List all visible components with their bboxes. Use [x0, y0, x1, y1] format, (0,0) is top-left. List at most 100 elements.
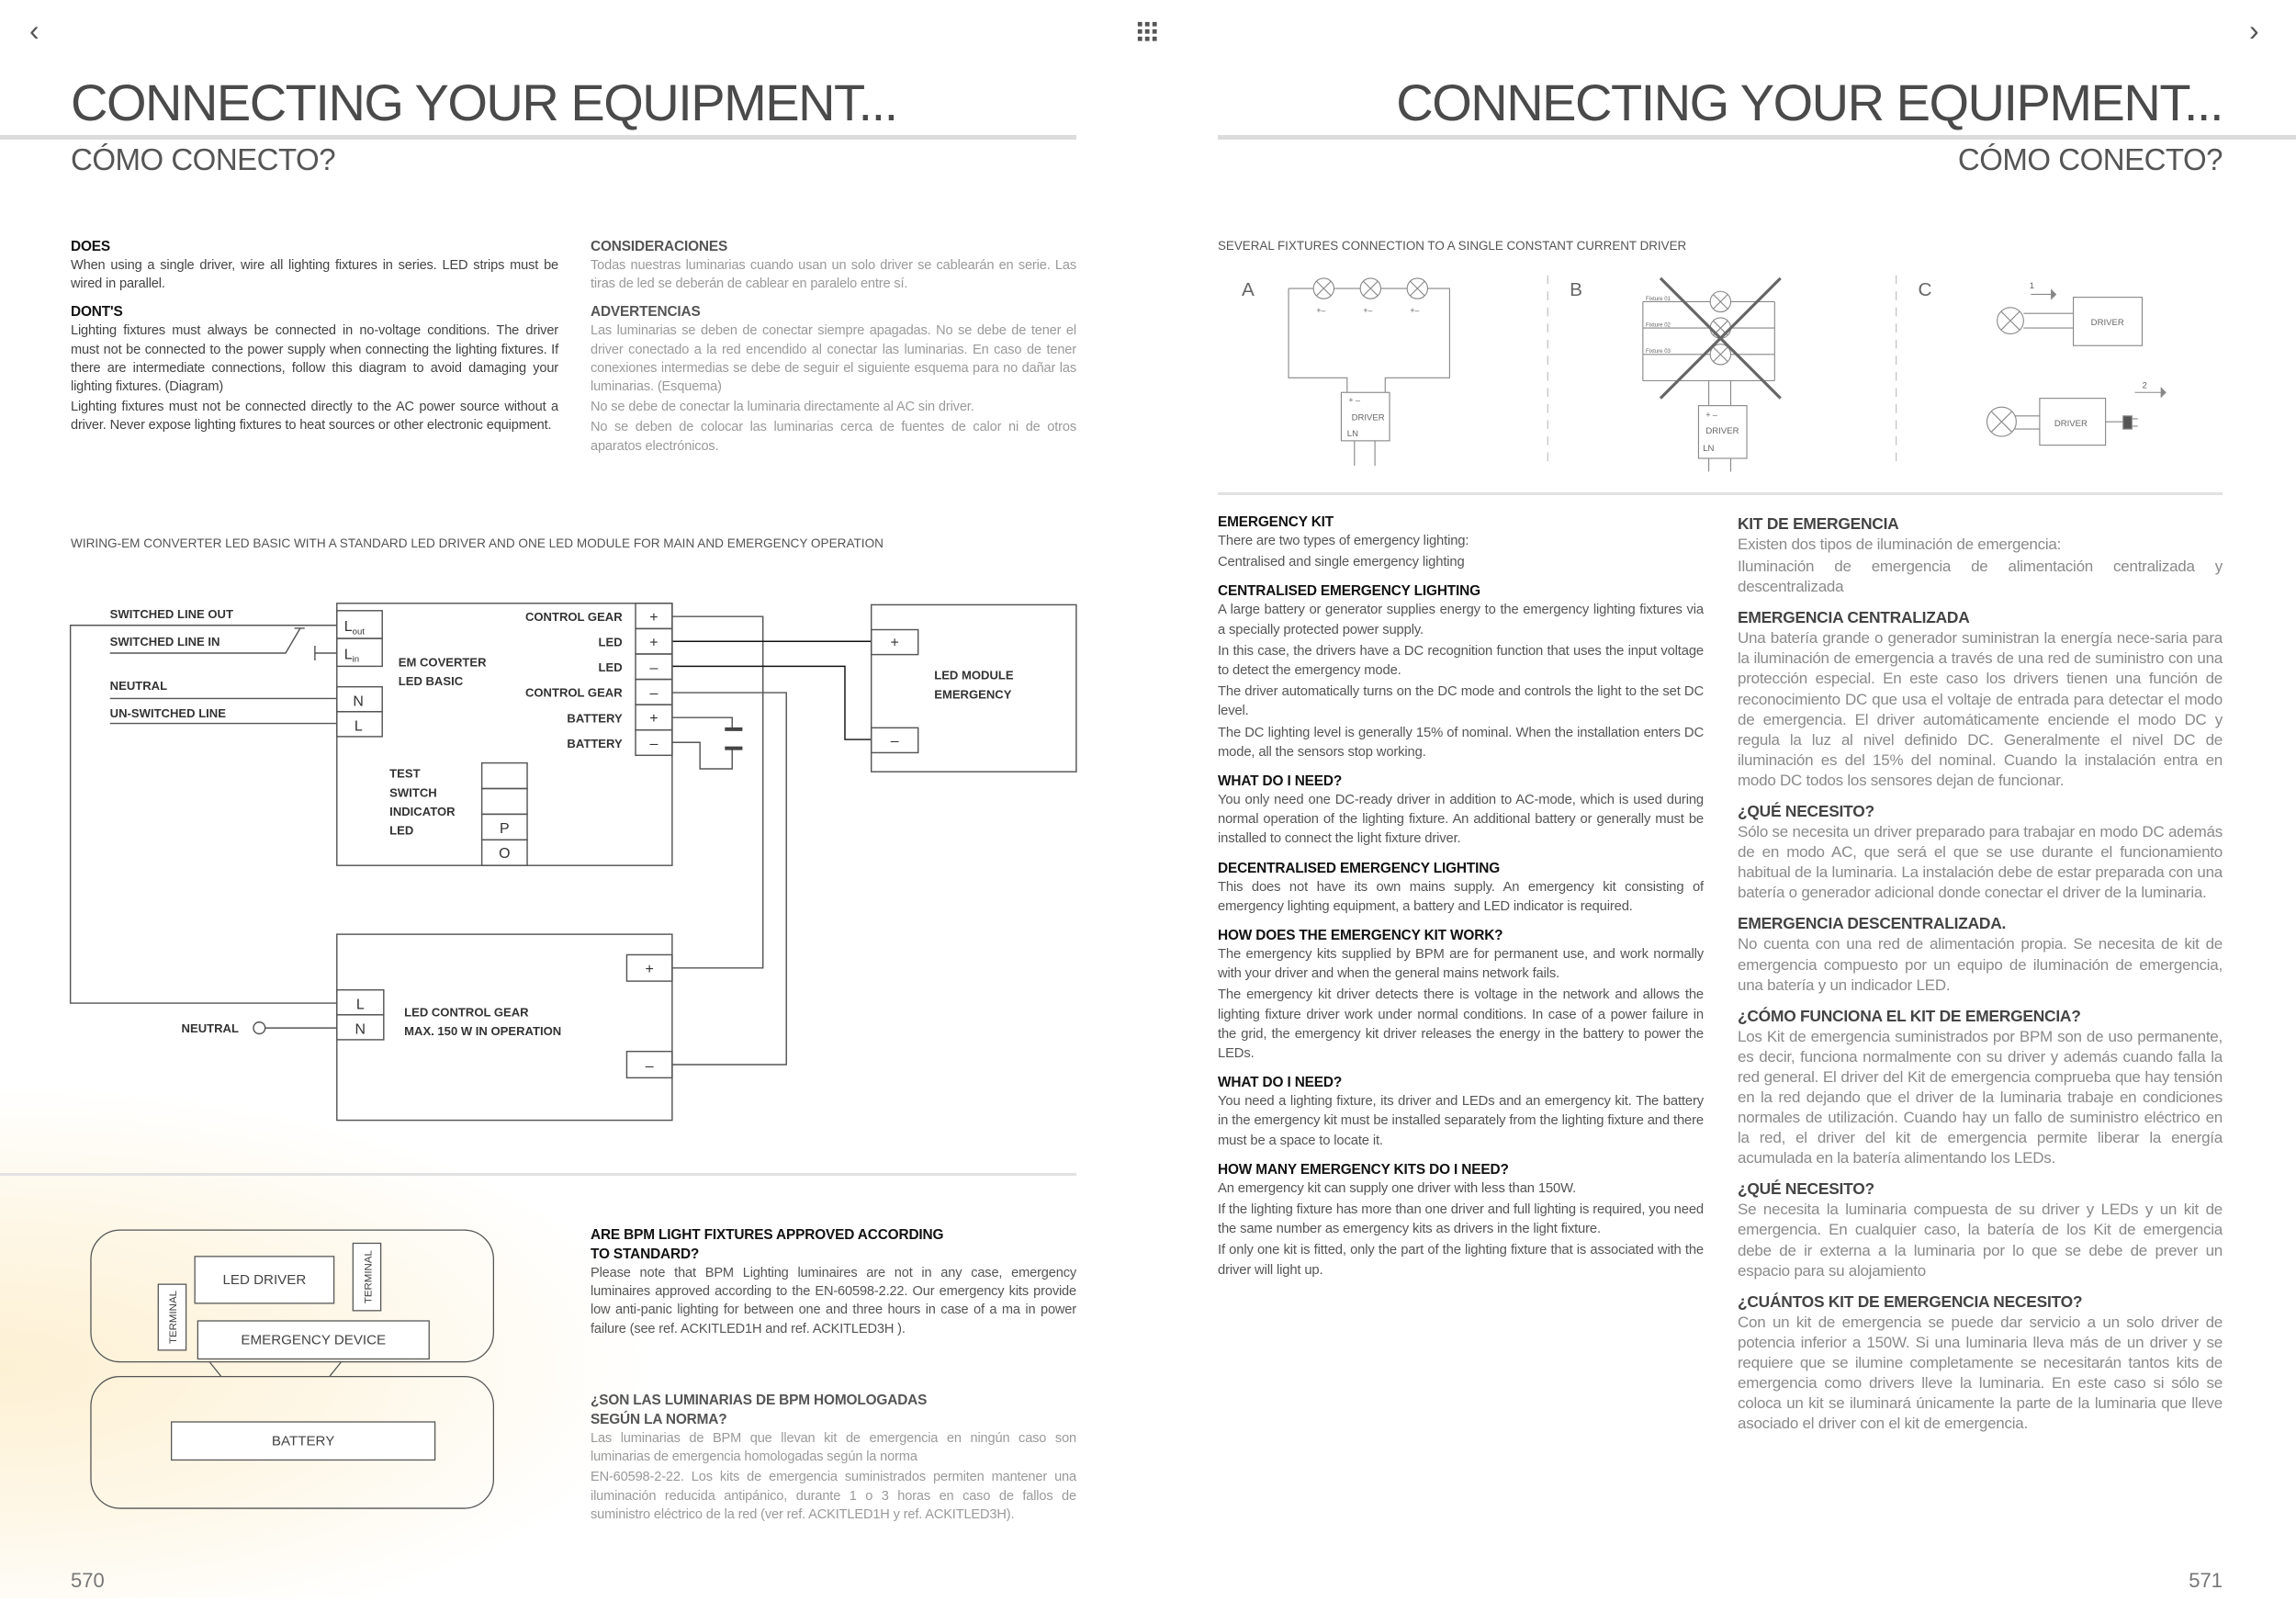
divider [1218, 492, 2223, 495]
wiring-labels: SWITCHED LINE OUT SWITCHED LINE IN NEUTR… [110, 607, 1014, 1075]
page-title-left: CONNECTING YOUR EQUIPMENT... [71, 73, 898, 131]
svg-text:Fixture 03: Fixture 03 [1646, 349, 1671, 355]
donts-body: Lighting fixtures must always be connect… [71, 323, 558, 395]
svg-text:2: 2 [2142, 380, 2146, 390]
housing-connector [208, 1361, 343, 1377]
terminal-left-box [157, 1283, 187, 1351]
em-terminal-label: CONTROL GEAR [525, 610, 623, 624]
test-label: LED [389, 824, 413, 838]
label-switched-line-out: SWITCHED LINE OUT [110, 607, 233, 621]
lamp-cross [1713, 294, 1728, 310]
wiring-caption: WIRING-EM CONVERTER LED BASIC WITH A STA… [71, 536, 884, 550]
gear-l: L [356, 997, 365, 1012]
svg-text:+ –: + – [1705, 410, 1717, 419]
section-body: There are two types of emergency lightin… [1218, 534, 1469, 548]
terminal-label: TERMINAL [168, 1291, 179, 1344]
svg-text:DRIVER: DRIVER [1705, 426, 1739, 436]
grid-icon[interactable] [1137, 21, 1157, 41]
wire-control-gear-minus [671, 692, 787, 1066]
em-name: EM COVERTER [399, 655, 487, 669]
section-body: In this case, the drivers have a DC reco… [1218, 643, 1704, 679]
module-terminal-minus [870, 727, 919, 754]
switch-symbol [294, 627, 337, 660]
section-heading: WHAT DO I NEED? [1218, 773, 1343, 790]
svg-text:LN: LN [1347, 429, 1358, 439]
does-heading: DOES [71, 239, 111, 254]
section-heading: ¿CUÁNTOS KIT DE EMERGENCIA NECESITO? [1738, 1291, 2083, 1311]
label-l: L [355, 719, 363, 735]
em-terminal-label: CONTROL GEAR [525, 686, 623, 700]
module-name: LED MODULE [934, 669, 1014, 682]
section-body: Centralised and single emergency lightin… [1218, 555, 1465, 570]
em-terminal-label: BATTERY [567, 737, 623, 750]
test-label: SWITCH [389, 785, 437, 799]
section-body: The DC lighting level is generally 15% o… [1218, 725, 1704, 760]
page-subtitle-right: CÓMO CONECTO? [1957, 142, 2223, 176]
driver-box [2039, 398, 2107, 446]
section-body: The emergency kits supplied by BPM are f… [1218, 947, 1704, 982]
test-label: TEST [389, 767, 420, 781]
label-gear-neutral: NEUTRAL [182, 1021, 239, 1035]
chevron-left-icon[interactable]: ‹ [29, 14, 39, 47]
title-rule-right [1218, 135, 2296, 140]
section-heading: ¿CÓMO FUNCIONA EL KIT DE EMERGENCIA? [1738, 1006, 2081, 1025]
section-heading: KIT DE EMERGENCIA [1738, 514, 1899, 533]
test-cell [480, 761, 528, 790]
consideraciones-body: Todas nuestras luminarias cuando usan un… [591, 258, 1076, 292]
series-wiring [1288, 288, 1450, 393]
section-body: No cuenta con una red de alimentación pr… [1738, 935, 2223, 994]
label-unswitched-line: UN-SWITCHED LINE [110, 706, 227, 720]
diagram-label-a: A [1242, 279, 1255, 300]
section-heading: EMERGENCIA DESCENTRALIZADA. [1738, 914, 2007, 933]
test-cell-o: O [499, 846, 510, 862]
arrow-icon [2031, 293, 2162, 393]
chevron-right-icon[interactable]: › [2249, 14, 2259, 47]
em-terminal-sign: – [650, 737, 658, 752]
section-heading: ¿QUÉ NECESITO? [1738, 802, 1874, 821]
test-cell [480, 839, 528, 866]
section-body: If the lighting fixture has more than on… [1218, 1202, 1704, 1237]
page-title-right: CONNECTING YOUR EQUIPMENT... [1396, 73, 2223, 131]
approved-es-body: EN-60598-2-22. Los kits de emergencia su… [591, 1470, 1076, 1522]
svg-text:DRIVER: DRIVER [1352, 413, 1385, 423]
label-neutral: NEUTRAL [110, 679, 167, 693]
svg-text:DRIVER: DRIVER [2091, 318, 2124, 328]
driver-box [2072, 297, 2144, 346]
section-body: Los Kit de emergencia suministrados por … [1738, 1027, 2223, 1167]
dashed-separator [1547, 275, 1897, 469]
consideraciones-heading: CONSIDERACIONES [591, 239, 728, 254]
test-cell-p: P [500, 821, 510, 837]
battery-symbol [725, 727, 743, 750]
wrong-cross-icon [1659, 276, 1782, 400]
em-terminal-sign: + [649, 610, 658, 626]
test-cell [480, 787, 528, 816]
wiring-diagram [69, 603, 1077, 1122]
gear-minus: – [646, 1058, 654, 1074]
lamp-cross [1363, 280, 1379, 297]
lamp-cross [1713, 346, 1728, 363]
lamp-cross [1316, 280, 1332, 297]
em-terminal-sign: – [650, 685, 658, 701]
section-heading: HOW DOES THE EMERGENCY KIT WORK? [1218, 928, 1503, 944]
driver-box [1340, 391, 1390, 442]
advertencias-body: No se debe de conectar la luminaria dire… [591, 400, 974, 415]
led-driver-label: LED DRIVER [222, 1272, 306, 1288]
emergency-device-box [197, 1320, 430, 1360]
dos-and-donts-es: CONSIDERACIONES Todas nuestras luminaria… [591, 237, 1076, 457]
em-terminal-sign: + [649, 635, 658, 650]
section-body: Con un kit de emergencia se puede dar se… [1738, 1313, 2223, 1433]
module-minus: – [891, 733, 899, 749]
section-body: Una batería grande o generador suministr… [1738, 629, 2223, 789]
section-body: You need a lighting fixture, its driver … [1218, 1094, 1704, 1148]
battery-box [171, 1421, 436, 1461]
page-number-right: 571 [2189, 1569, 2223, 1592]
section-body: An emergency kit can supply one driver w… [1218, 1180, 1577, 1196]
section-heading: WHAT DO I NEED? [1218, 1075, 1343, 1091]
section-heading: EMERGENCIA CENTRALIZADA [1738, 608, 1970, 627]
svg-text:+–: +– [1316, 306, 1325, 315]
section-body: Sólo se necesita un driver preparado par… [1738, 823, 2223, 902]
plug-icon [2122, 415, 2138, 430]
wire-switched-line-out [69, 625, 337, 1004]
section-heading: EMERGENCY KIT [1218, 514, 1334, 530]
